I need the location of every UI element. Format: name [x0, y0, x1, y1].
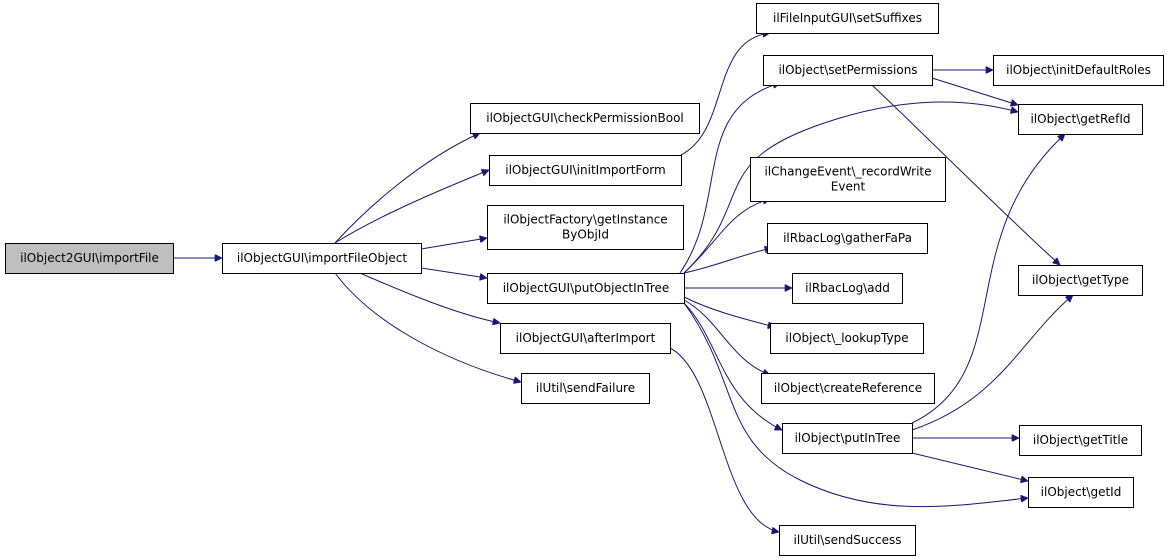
node-n2[interactable]: ilObjectGUI\checkPermissionBool — [470, 103, 700, 134]
node-box — [779, 525, 916, 556]
node-label: ilFileInputGUI\setSuffixes — [773, 11, 922, 25]
edge-n5-n18 — [683, 101, 1018, 274]
edge-n9-n19 — [871, 84, 1060, 265]
node-box — [470, 103, 700, 134]
node-n6[interactable]: ilObjectGUI\afterImport — [500, 323, 671, 354]
node-label: ilUtil\sendFailure — [536, 381, 635, 395]
edge-n9-n18 — [931, 77, 1018, 105]
node-label: ilObjectGUI\importFileObject — [237, 251, 407, 265]
edge-n1-n4 — [420, 238, 487, 250]
node-label: ilChangeEvent\_recordWrite — [764, 165, 931, 179]
node-box — [487, 273, 685, 304]
node-n7[interactable]: ilUtil\sendFailure — [521, 373, 650, 404]
node-label: ByObjId — [562, 228, 609, 242]
node-box — [500, 323, 671, 354]
edge-n5-n10 — [683, 199, 770, 274]
node-n14[interactable]: ilObject\createReference — [761, 373, 935, 404]
edge-n15-n21 — [911, 452, 1028, 481]
node-n8[interactable]: ilFileInputGUI\setSuffixes — [756, 3, 939, 34]
node-n3[interactable]: ilObjectGUI\initImportForm — [489, 155, 682, 186]
node-label: ilObject\getTitle — [1033, 433, 1128, 447]
node-label: ilObject\getType — [1032, 273, 1129, 287]
edge-n5-n14 — [683, 299, 770, 375]
node-n1[interactable]: ilObjectGUI\importFileObject — [222, 243, 422, 274]
node-n9[interactable]: ilObject\setPermissions — [763, 55, 933, 86]
node-label: Event — [831, 180, 866, 194]
node-n5[interactable]: ilObjectGUI\putObjectInTree — [487, 273, 685, 304]
edge-n5-n13 — [683, 296, 775, 327]
node-label: ilObjectFactory\getInstance — [503, 213, 667, 227]
edge-n1-n7 — [334, 272, 521, 382]
node-box — [770, 323, 924, 354]
node-label: ilObject\_lookupType — [785, 331, 908, 345]
edge-n5-n15 — [683, 302, 782, 430]
node-label: ilObjectGUI\putObjectInTree — [503, 281, 670, 295]
node-n13[interactable]: ilObject\_lookupType — [770, 323, 924, 354]
node-box — [5, 243, 174, 274]
node-box — [782, 423, 913, 454]
edge-n5-n9 — [679, 83, 780, 274]
node-box — [489, 155, 682, 186]
node-box — [756, 3, 939, 34]
node-label: ilRbacLog\gatherFaPa — [783, 231, 912, 245]
edge-n1-n3 — [334, 170, 489, 244]
node-n21[interactable]: ilObject\getId — [1028, 477, 1134, 508]
node-n11[interactable]: ilRbacLog\gatherFaPa — [767, 223, 928, 254]
node-n15[interactable]: ilObject\putInTree — [782, 423, 913, 454]
node-label: ilObject\getRefId — [1030, 112, 1130, 126]
node-box — [1019, 425, 1142, 456]
edge-n15-n18 — [911, 134, 1065, 424]
edge-n5-n11 — [683, 248, 772, 274]
node-n12[interactable]: ilRbacLog\add — [792, 273, 903, 304]
node-label: ilObject\getId — [1041, 485, 1122, 499]
edges-layer — [173, 33, 1073, 532]
node-box — [521, 373, 650, 404]
node-label: ilObject\initDefaultRoles — [1006, 63, 1151, 77]
node-box — [792, 273, 903, 304]
node-box — [761, 373, 935, 404]
node-label: ilObject\setPermissions — [778, 63, 917, 77]
node-box — [222, 243, 422, 274]
edge-n1-n6 — [359, 272, 500, 323]
node-label: ilObject\putInTree — [795, 431, 901, 445]
node-label: ilObjectGUI\initImportForm — [505, 163, 665, 177]
node-box — [993, 55, 1164, 86]
nodes-layer: ilObject2GUI\importFile ilObjectGUI\impor… — [5, 3, 1164, 556]
node-box — [750, 157, 946, 202]
node-box — [1018, 265, 1143, 296]
edge-n5-n21 — [683, 302, 1028, 508]
edge-n15-n19 — [911, 295, 1073, 431]
node-box — [487, 205, 684, 250]
node-n20[interactable]: ilObject\getTitle — [1019, 425, 1142, 456]
node-n17[interactable]: ilObject\initDefaultRoles — [993, 55, 1164, 86]
node-n0[interactable]: ilObject2GUI\importFile — [5, 243, 174, 274]
node-box — [1018, 104, 1143, 135]
edge-n1-n5 — [420, 267, 487, 278]
edge-n3-n8 — [680, 33, 770, 156]
edge-n1-n2 — [334, 133, 480, 244]
node-label: ilObject\createReference — [774, 381, 922, 395]
node-box — [1028, 477, 1134, 508]
node-n19[interactable]: ilObject\getType — [1018, 265, 1143, 296]
node-label: ilRbacLog\add — [805, 281, 890, 295]
node-label: ilObjectGUI\afterImport — [516, 331, 656, 345]
node-n16[interactable]: ilUtil\sendSuccess — [779, 525, 916, 556]
node-box — [763, 55, 933, 86]
node-box — [767, 223, 928, 254]
node-n18[interactable]: ilObject\getRefId — [1018, 104, 1143, 135]
node-label: ilObjectGUI\checkPermissionBool — [486, 111, 684, 125]
edge-n6-n16 — [667, 346, 779, 532]
node-label: ilUtil\sendSuccess — [793, 533, 901, 547]
node-label: ilObject2GUI\importFile — [20, 251, 159, 265]
